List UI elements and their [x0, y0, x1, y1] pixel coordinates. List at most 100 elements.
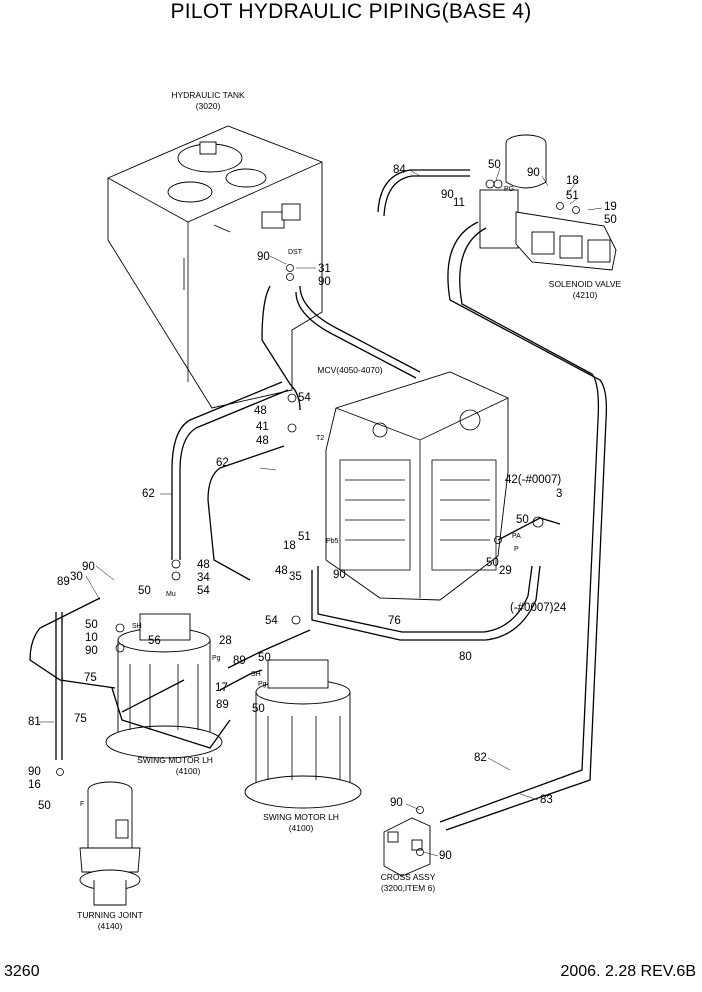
- fittings: [56, 179, 580, 856]
- callout: 35: [289, 571, 302, 583]
- port-labels: PG DST T2 Pb5 PA P SH Mu Pg F: [80, 186, 521, 808]
- callout: 75: [84, 672, 97, 684]
- solenoid-valve: [479, 134, 617, 271]
- swing-motor-1: [105, 613, 223, 759]
- callout: 90: [85, 645, 98, 657]
- callout: (-#0007)24: [510, 602, 567, 614]
- callout: 50: [604, 214, 617, 226]
- callout: 54: [197, 585, 210, 597]
- callout: 83: [540, 794, 553, 806]
- callouts: 84 50 90 11 90 18 51 19 50 90 31 90 48 5…: [28, 159, 617, 862]
- hydraulic-tank-name: HYDRAULIC TANK: [171, 90, 245, 100]
- callout: 50: [258, 652, 271, 664]
- callout: 50: [38, 800, 51, 812]
- callout: 18: [283, 540, 296, 552]
- callout: 90: [390, 797, 403, 809]
- callout: 89: [233, 655, 246, 667]
- leader-lines: [38, 167, 603, 857]
- callout: 28: [219, 635, 232, 647]
- callout: 76: [388, 615, 401, 627]
- port-label: SH: [132, 623, 142, 630]
- callout: 29: [499, 565, 512, 577]
- callout: 54: [265, 615, 278, 627]
- swing-motor-2-ref: (4100): [289, 823, 314, 833]
- callout: 19: [604, 201, 617, 213]
- page-title: PILOT HYDRAULIC PIPING(BASE 4): [170, 0, 532, 23]
- callout: 51: [298, 531, 311, 543]
- callout: 80: [459, 651, 472, 663]
- callout: 90: [318, 276, 331, 288]
- mcv-name: MCV(4050-4070): [317, 365, 382, 375]
- callout: 62: [142, 488, 155, 500]
- callout: 89: [57, 576, 70, 588]
- callout: 90: [441, 189, 454, 201]
- callout: 3: [556, 488, 562, 500]
- callout: SH: [251, 671, 261, 678]
- port-label: Pg: [212, 655, 221, 662]
- callout: 11: [453, 197, 465, 209]
- callout: 84: [393, 164, 406, 176]
- turning-joint-name: TURNING JOINT: [77, 910, 143, 920]
- cross-assy-ref: (3200,ITEM 6): [381, 883, 435, 893]
- solenoid-valve-ref: (4210): [573, 290, 598, 300]
- callout: 75: [74, 713, 87, 725]
- turning-joint: [79, 781, 141, 906]
- callout: 56: [148, 635, 161, 647]
- swing-motor-2-name: SWING MOTOR LH: [263, 812, 339, 822]
- callout: 50: [138, 585, 151, 597]
- callout: 17: [215, 682, 228, 694]
- callout: 30: [70, 571, 83, 583]
- callout: 50: [85, 619, 98, 631]
- callout: 42(-#0007): [505, 474, 561, 486]
- hydraulic-tank-ref: (3020): [196, 101, 221, 111]
- cross-assy-name: CROSS ASSY: [381, 872, 436, 882]
- hydraulic-tank: [107, 125, 323, 409]
- callout: 90: [527, 167, 540, 179]
- turning-joint-ref: (4140): [98, 921, 123, 931]
- callout: Pg: [258, 681, 267, 688]
- callout: 90: [82, 561, 95, 573]
- main-control-valve: [325, 371, 509, 601]
- callout: 51: [566, 190, 579, 202]
- callout: 82: [474, 752, 487, 764]
- cross-assy: [383, 817, 431, 877]
- callout: 18: [566, 175, 579, 187]
- revision-date: 2006. 2.28 REV.6B: [560, 963, 696, 980]
- callout: 90: [439, 850, 452, 862]
- callout: 48: [254, 405, 267, 417]
- hose-lines: [29, 169, 608, 831]
- callout: 50: [488, 159, 501, 171]
- callout: 31: [318, 263, 331, 275]
- swing-motor-2: [244, 659, 362, 809]
- swing-motor-1-ref: (4100): [176, 766, 201, 776]
- callout: 10: [85, 632, 98, 644]
- callout: 90: [28, 766, 41, 778]
- port-label: PA: [512, 533, 521, 540]
- callout: 34: [197, 572, 210, 584]
- callout: 90: [257, 251, 270, 263]
- callout: 48: [197, 559, 210, 571]
- port-label: T2: [316, 435, 324, 442]
- port-label: DST: [288, 249, 303, 256]
- callout: 48: [256, 435, 269, 447]
- port-label: Pb5: [326, 538, 339, 545]
- callout: 41: [256, 421, 269, 433]
- port-label: PG: [504, 186, 514, 193]
- solenoid-valve-name: SOLENOID VALVE: [549, 279, 622, 289]
- callout: 90: [333, 569, 346, 581]
- callout: 50: [516, 514, 529, 526]
- callout: 50: [486, 557, 499, 569]
- swing-motor-1-name: SWING MOTOR LH: [137, 755, 213, 765]
- port-label: P: [514, 546, 519, 553]
- callout: 54: [298, 392, 311, 404]
- port-label: F: [80, 801, 84, 808]
- callout: 81: [28, 716, 41, 728]
- callout: 16: [28, 779, 41, 791]
- page-number: 3260: [4, 963, 40, 980]
- callout: 50: [252, 703, 265, 715]
- callout: 48: [275, 565, 288, 577]
- component-captions: HYDRAULIC TANK (3020) SOLENOID VALVE (42…: [77, 90, 621, 931]
- port-label: Mu: [166, 591, 176, 598]
- callout: 89: [216, 699, 229, 711]
